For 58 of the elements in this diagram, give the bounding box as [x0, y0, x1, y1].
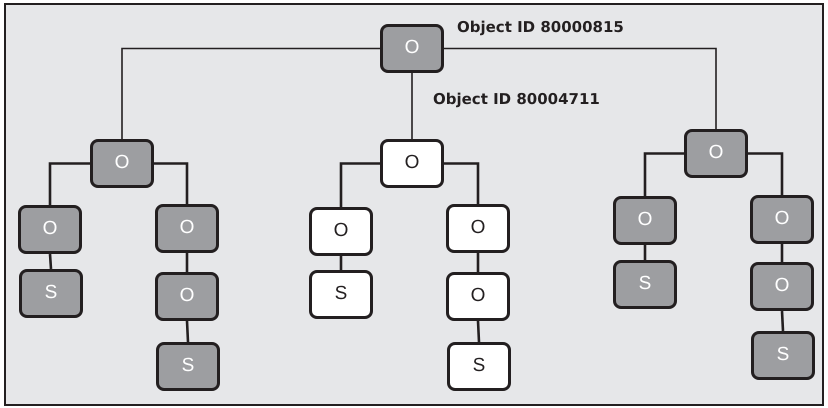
object-node	[156, 342, 220, 391]
node-letter: O	[180, 284, 194, 308]
selected-object-node	[446, 204, 510, 253]
node-letter: O	[334, 219, 348, 244]
node-letter: O	[470, 284, 486, 308]
node-letter: S	[472, 354, 486, 378]
connector-line	[644, 245, 646, 260]
node-letter: O	[638, 208, 652, 232]
connector-line	[340, 256, 342, 270]
object-node	[18, 205, 82, 254]
object-node	[684, 129, 748, 178]
connector-line	[121, 48, 380, 139]
node-letter: S	[334, 282, 348, 306]
node-letter: S	[44, 281, 58, 306]
object-node	[380, 24, 444, 73]
selected-object-node	[309, 270, 373, 319]
connector-line	[780, 310, 784, 332]
node-letter: O	[404, 36, 420, 60]
node-letter: O	[470, 216, 486, 240]
connector-line	[411, 73, 413, 139]
connector-line	[780, 244, 784, 262]
object-id-label: Object ID 80004711	[433, 89, 600, 110]
selected-object-node	[380, 139, 444, 188]
connector-line	[644, 152, 684, 196]
object-node	[90, 139, 154, 188]
object-id-label: Object ID 80000815	[457, 17, 624, 38]
connector-line	[476, 320, 480, 342]
node-letter: O	[774, 274, 790, 298]
connector-line	[48, 254, 52, 270]
node-letter: O	[114, 151, 130, 176]
connector-line	[48, 162, 90, 205]
object-node	[19, 269, 83, 318]
node-letter: O	[180, 216, 194, 240]
node-letter: O	[708, 141, 724, 166]
object-node	[613, 196, 677, 245]
node-letter: O	[42, 217, 58, 242]
node-letter: S	[182, 354, 194, 378]
connector-line	[444, 48, 717, 129]
object-node	[751, 331, 815, 380]
node-letter: S	[776, 343, 790, 368]
connector-line	[748, 152, 784, 195]
connector-line	[154, 162, 188, 204]
object-node	[750, 195, 814, 244]
object-node	[155, 204, 219, 253]
node-letter: O	[404, 151, 420, 176]
connector-line	[444, 162, 480, 204]
connector-line	[186, 253, 188, 272]
connector-line	[340, 162, 380, 207]
connector-line	[476, 253, 480, 272]
object-node	[750, 262, 814, 311]
node-letter: O	[774, 207, 790, 232]
connector-line	[186, 320, 190, 342]
node-letter: S	[638, 272, 652, 296]
selected-object-node	[309, 207, 373, 256]
object-node	[613, 260, 677, 309]
object-node	[155, 272, 219, 321]
selected-object-node	[446, 272, 510, 321]
selected-object-node	[447, 342, 511, 391]
